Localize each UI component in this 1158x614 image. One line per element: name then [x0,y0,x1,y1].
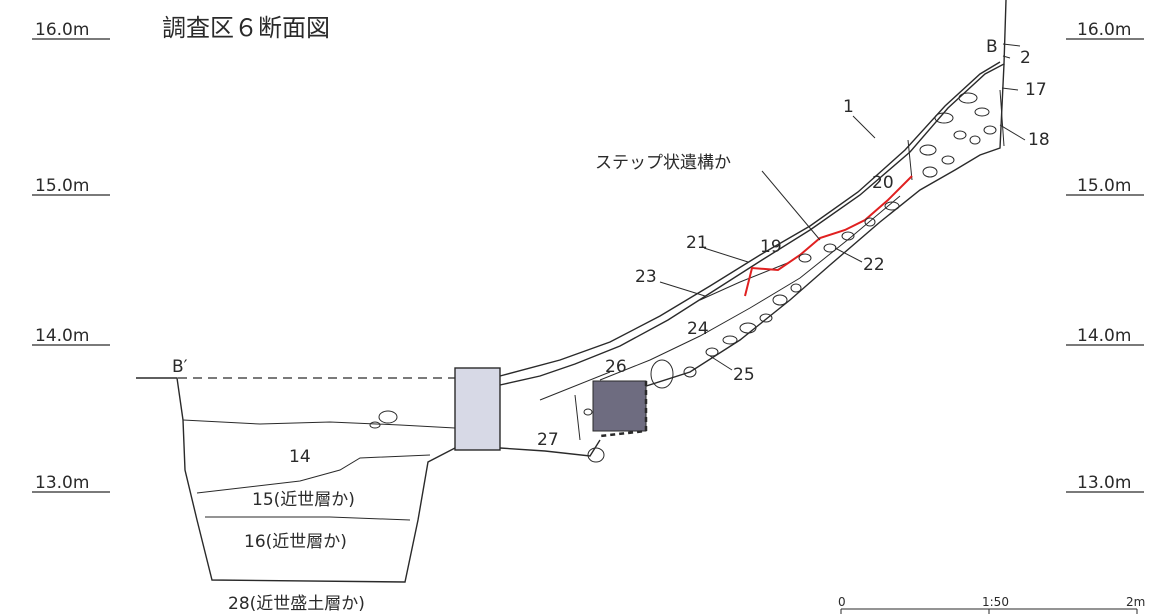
layer-label-26: 26 [605,357,627,377]
stone [369,421,381,429]
boundary-14-top [182,419,456,429]
section-outline [136,0,1007,583]
boundary-23 [599,195,901,381]
step-feature-line [744,175,913,297]
topsoil-line [499,61,1001,377]
layer-label-19: 19 [760,237,782,257]
stone [759,313,773,323]
stone [823,243,837,253]
layer-label-18: 18 [1028,130,1050,150]
boundary-16-top [205,516,411,521]
pit-outline [136,377,456,583]
boundary-17 [999,89,1005,147]
layer-label-17: 17 [1025,80,1047,100]
leader-23 [659,281,706,297]
layer-label-2: 2 [1020,48,1031,68]
stone [983,125,997,135]
layer-label-15: 15(近世層か) [252,490,355,510]
scale-end: 2m [1126,595,1145,609]
leader-1 [852,115,876,139]
section-end-b: B [986,37,998,57]
feature-label: ステップ状遺構か [595,153,731,173]
drawing-title: 調査区６断面図 [162,14,330,42]
post-dark [592,380,647,432]
elev-label-15-right: 15.0m [1077,176,1131,196]
leader-lines [659,43,1026,371]
stone [864,217,876,227]
stone [772,294,788,306]
layer-label-1: 1 [843,97,854,117]
boundary-26 [539,371,611,401]
stone [739,322,757,334]
post-light [454,367,501,451]
stone [378,410,398,424]
layer-label-27: 27 [537,430,559,450]
layer-label-24: 24 [687,319,709,339]
layer-label-16: 16(近世層か) [244,532,347,552]
stone [650,359,674,389]
scale-ratio: 1:50 [982,595,1009,609]
boundary-27 [574,394,581,441]
stone [705,347,719,357]
post-dark-dashed-edge [599,381,648,438]
stones [369,92,997,463]
stone [922,166,938,178]
stone [958,92,978,104]
boundary-15-top [196,454,431,494]
layer-label-25: 25 [733,365,755,385]
stone [583,408,593,416]
layer-label-23: 23 [635,267,657,287]
elev-label-13-right: 13.0m [1077,473,1131,493]
leader-feature [761,170,821,241]
elev-label-13-left: 13.0m [35,473,89,493]
elev-label-15-left: 15.0m [35,176,89,196]
stone [884,201,900,211]
layer-label-14: 14 [289,447,311,467]
scale-zero: 0 [838,595,846,609]
stone [790,283,802,293]
elevation-lines [32,38,1144,493]
stone [934,112,954,124]
leader-b [1002,43,1021,47]
leader-21 [703,247,749,263]
elev-label-14-left: 14.0m [35,326,89,346]
stone [941,155,955,165]
stone [587,447,605,463]
layer-label-21: 21 [686,233,708,253]
stone [974,107,990,117]
elev-label-16-right: 16.0m [1077,20,1131,40]
layer-label-20: 20 [872,173,894,193]
leader-2 [1002,55,1011,59]
stone-layer-boundary [639,63,1005,389]
layer-label-28: 28(近世盛土層か) [228,594,365,614]
elev-label-14-right: 14.0m [1077,326,1131,346]
layer-label-22: 22 [863,255,885,275]
stone [798,253,812,263]
elev-label-16-left: 16.0m [35,20,89,40]
leader-25 [709,355,733,371]
stone [969,135,981,145]
stone [919,144,937,156]
section-end-b-prime: B′ [172,357,188,377]
boundary-20 [907,139,913,181]
stone [683,366,697,378]
leader-22 [834,247,863,263]
leader-17 [1001,87,1019,91]
scale-bar [840,608,1138,614]
leader-18 [999,124,1026,141]
ground-surface [499,0,1007,386]
stone [953,130,967,140]
stone [841,231,855,241]
stone [722,335,738,345]
